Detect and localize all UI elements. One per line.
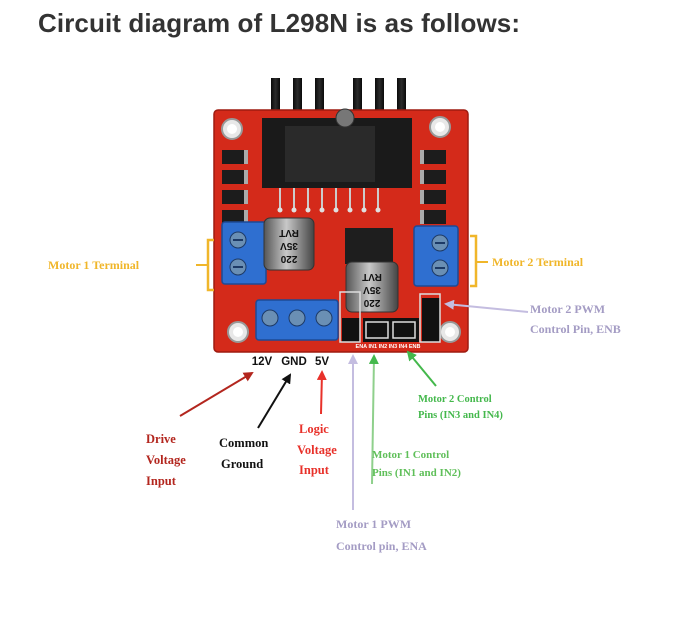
- l298n-chip: [262, 108, 412, 213]
- svg-text:Logic: Logic: [299, 422, 329, 436]
- power-terminal-block: [255, 299, 339, 341]
- svg-text:Input: Input: [299, 463, 330, 477]
- svg-text:Ground: Ground: [221, 457, 263, 471]
- svg-text:Common: Common: [219, 436, 268, 450]
- pin-5v: 5V: [315, 356, 329, 368]
- svg-text:Pins (IN3 and IN4): Pins (IN3 and IN4): [418, 410, 503, 421]
- page-title: Circuit diagram of L298N is as follows:: [38, 8, 521, 38]
- common-ground-callout: Common Ground: [219, 373, 292, 471]
- svg-text:35V: 35V: [363, 284, 381, 295]
- pin-gnd: GND: [281, 356, 307, 368]
- control-pin-header: ENA IN1 IN2 IN3 IN4 ENB: [339, 291, 441, 350]
- motor1-terminal-label: Motor 1 Terminal: [48, 258, 140, 272]
- svg-text:Voltage: Voltage: [146, 453, 186, 467]
- motor1-terminal-callout: Motor 1 Terminal: [48, 238, 214, 292]
- capacitor-2: RVT 35V 220: [345, 261, 399, 313]
- svg-text:Voltage: Voltage: [297, 443, 337, 457]
- motor1-control-callout: Motor 1 Control Pins (IN1 and IN2): [368, 354, 461, 485]
- motor2-terminal-label: Motor 2 Terminal: [492, 255, 584, 269]
- svg-text:Motor 2 Control: Motor 2 Control: [418, 394, 492, 405]
- motor1-pwm-callout: Motor 1 PWM Control pin, ENA: [336, 354, 427, 553]
- diodes: [222, 150, 446, 224]
- capacitor-1: RVT 35V 220: [263, 217, 315, 271]
- mounting-holes: [221, 116, 461, 343]
- svg-text:Input: Input: [146, 474, 177, 488]
- motor1-terminal-block: [221, 221, 267, 285]
- svg-text:Control pin, ENA: Control pin, ENA: [336, 539, 427, 553]
- motor2-terminal-block: [413, 225, 459, 287]
- svg-text:Motor 1 PWM: Motor 1 PWM: [336, 517, 411, 531]
- motor2-terminal-callout: Motor 2 Terminal: [470, 234, 584, 288]
- svg-text:220: 220: [363, 297, 380, 308]
- motor2-pwm-callout: Motor 2 PWM Control Pin, ENB: [444, 299, 621, 336]
- svg-text:Drive: Drive: [146, 432, 176, 446]
- pin-12v: 12V: [252, 356, 273, 368]
- pin-header-label: ENA IN1 IN2 IN3 IN4 ENB: [356, 344, 421, 350]
- svg-text:Motor 2 PWM: Motor 2 PWM: [530, 302, 605, 316]
- svg-text:RVT: RVT: [279, 227, 299, 238]
- svg-text:220: 220: [280, 253, 297, 264]
- logic-voltage-callout: Logic Voltage Input: [297, 370, 337, 477]
- svg-text:35V: 35V: [280, 240, 298, 251]
- svg-text:Pins (IN1 and IN2): Pins (IN1 and IN2): [372, 467, 461, 479]
- svg-text:Motor 1 Control: Motor 1 Control: [372, 449, 449, 461]
- motor2-control-callout: Motor 2 Control Pins (IN3 and IN4): [406, 350, 503, 421]
- voltage-regulator: [345, 228, 393, 264]
- drive-voltage-callout: Drive Voltage Input: [146, 371, 254, 488]
- svg-text:RVT: RVT: [362, 271, 382, 282]
- svg-text:Control Pin, ENB: Control Pin, ENB: [530, 322, 621, 336]
- heat-sink: [271, 78, 406, 128]
